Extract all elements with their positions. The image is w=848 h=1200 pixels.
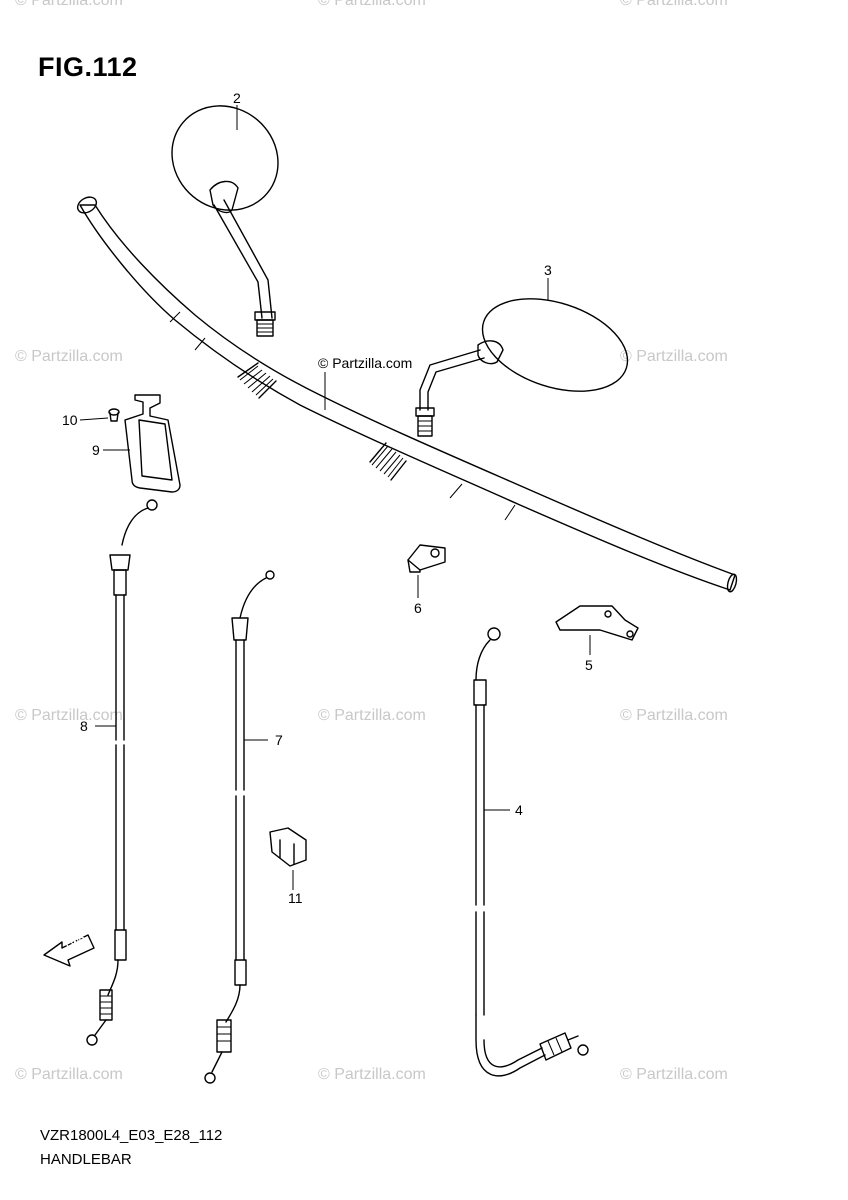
section-name: HANDLEBAR [40,1151,132,1168]
clutch-cable-4[interactable] [473,627,589,1077]
throttle-cable-8[interactable] [86,499,158,1046]
center-copyright-mark: © Partzilla.com [318,355,412,371]
number-plate-part[interactable] [124,394,181,493]
callout-3: 3 [544,262,552,278]
callout-7: 7 [275,732,283,748]
watermark: © Partzilla.com [15,1066,123,1083]
watermark: © Partzilla.com [620,348,728,365]
watermark: © Partzilla.com [15,348,123,365]
callout-6: 6 [414,600,422,616]
callout-5: 5 [585,657,593,673]
watermark: © Partzilla.com [15,0,123,9]
watermark: © Partzilla.com [318,707,426,724]
bracket-part[interactable] [555,605,639,641]
callout-8: 8 [80,718,88,734]
watermark: © Partzilla.com [15,707,123,724]
model-code: VZR1800L4_E03_E28_112 [40,1127,223,1144]
callout-4: 4 [515,802,523,818]
callout-10: 10 [62,412,78,428]
watermark: © Partzilla.com [318,1066,426,1083]
mirror-left[interactable] [151,84,300,337]
watermark: © Partzilla.com [620,1066,728,1083]
forward-arrow-icon: FWD [43,934,95,967]
callout-2: 2 [233,90,241,106]
watermark: © Partzilla.com [318,0,426,9]
watermark: © Partzilla.com [620,0,728,9]
callout-11: 11 [288,890,303,906]
knurl-right [369,442,407,481]
callout-9: 9 [92,442,100,458]
watermark: © Partzilla.com [620,707,728,724]
knurl-left [237,362,277,399]
cable-clamp-part[interactable] [407,544,446,573]
figure-title: FIG.112 [38,52,138,82]
screw-part[interactable] [108,408,120,422]
cable-clip-part[interactable] [269,827,307,867]
handlebar-part[interactable] [75,194,738,593]
mirror-right[interactable] [415,282,639,437]
throttle-cable-7[interactable] [204,570,275,1084]
